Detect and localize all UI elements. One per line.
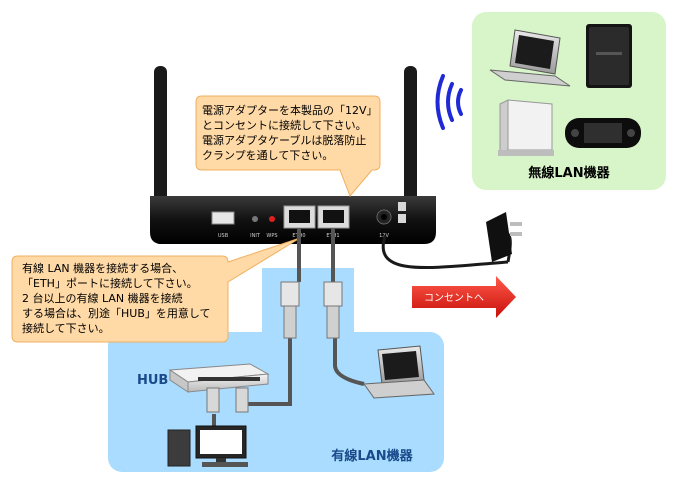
wireless-laptop-icon [489, 29, 571, 87]
wired-laptop-icon [363, 345, 435, 399]
wired-callout-line-3: 2 台以上の有線 LAN 機器を接続 [22, 291, 183, 305]
wired-callout: 有線 LAN 機器を接続する場合、 「ETH」ポートに接続して下さい。 2 台以… [11, 237, 301, 343]
wireless-signal-icon [435, 74, 463, 130]
wireless-devices-area: 無線LAN機器 [472, 12, 666, 190]
wii-console-icon [498, 99, 554, 156]
power-callout-line-4: クランプを通して下さい。 [202, 149, 333, 162]
usb-port-label: USB [218, 233, 229, 239]
power-callout-line-2: とコンセントに接続して下さい。 [202, 118, 367, 132]
init-button-label: INIT [250, 233, 261, 239]
wired-callout-line-2: 「ETH」ポートに接続して下さい。 [22, 276, 198, 290]
rj45-plug-icon [323, 281, 343, 339]
wireless-area-title: 無線LAN機器 [528, 165, 610, 181]
wired-callout-line-5: 接続して下さい。 [22, 321, 110, 335]
outlet-arrow-label: コンセントへ [424, 292, 484, 304]
wps-button[interactable] [269, 216, 275, 222]
power-callout-line-3: 電源アダプタケーブルは脱落防止 [202, 133, 366, 147]
router: USB INIT WPS ETH0 ETH1 12V [150, 66, 436, 244]
init-button[interactable] [252, 216, 258, 222]
wired-callout-line-1: 有線 LAN 機器を接続する場合、 [22, 261, 183, 275]
wired-callout-line-4: する場合は、別途「HUB」を用意して [22, 306, 211, 320]
wired-area-title: 有線LAN機器 [331, 448, 413, 464]
hub-label: HUB [137, 373, 168, 388]
outlet-arrow: コンセントへ [412, 276, 516, 318]
usb-port[interactable] [211, 211, 235, 225]
power-callout: 電源アダプターを本製品の「12V」 とコンセントに接続して下さい。 電源アダプタ… [195, 95, 381, 197]
handheld-console-icon [565, 118, 641, 148]
rj45-plug-icon [206, 387, 220, 413]
power-callout-line-1: 電源アダプターを本製品の「12V」 [202, 103, 378, 117]
rj45-plug-icon [235, 387, 249, 413]
wps-button-label: WPS [266, 233, 277, 239]
rj45-plug-icon [280, 281, 300, 339]
power-adapter [381, 212, 522, 270]
lan-cables [212, 228, 365, 430]
game-console-icon [586, 24, 632, 88]
desktop-pc-icon [167, 425, 248, 467]
